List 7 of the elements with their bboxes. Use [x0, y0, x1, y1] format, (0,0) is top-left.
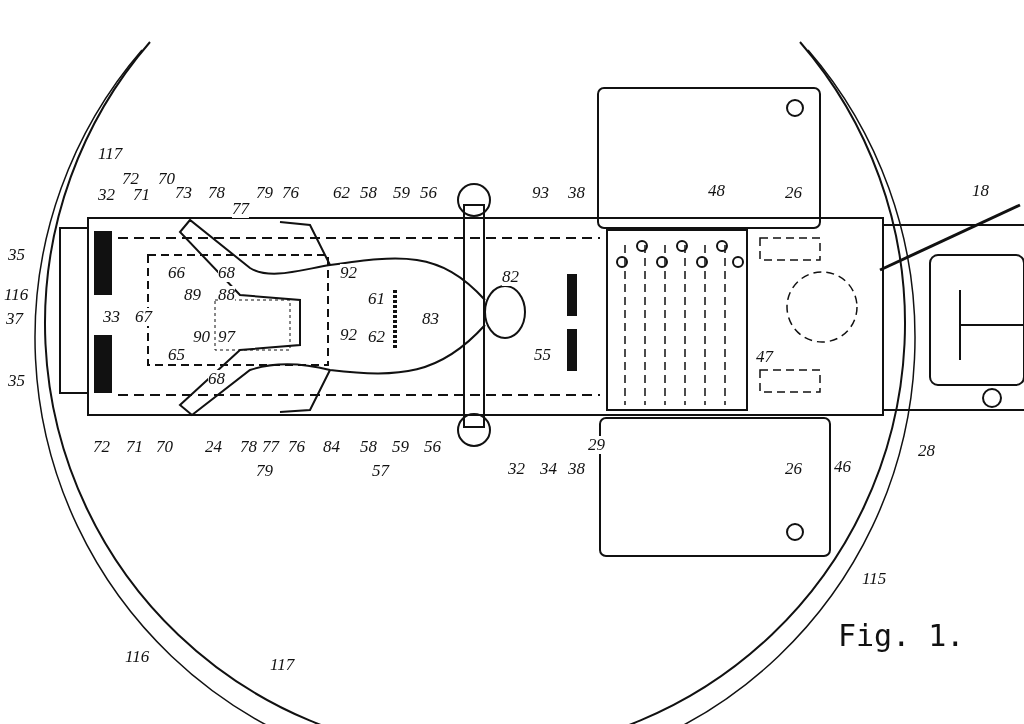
callout-number: 29: [588, 436, 605, 454]
callout-number: 68: [218, 264, 235, 282]
figure-caption: Fig. 1.: [838, 618, 965, 653]
callout-number: 82: [502, 268, 519, 286]
callout-number: 77: [232, 200, 249, 218]
callout-number: 67: [135, 308, 152, 326]
callout-number: 88: [218, 286, 235, 304]
